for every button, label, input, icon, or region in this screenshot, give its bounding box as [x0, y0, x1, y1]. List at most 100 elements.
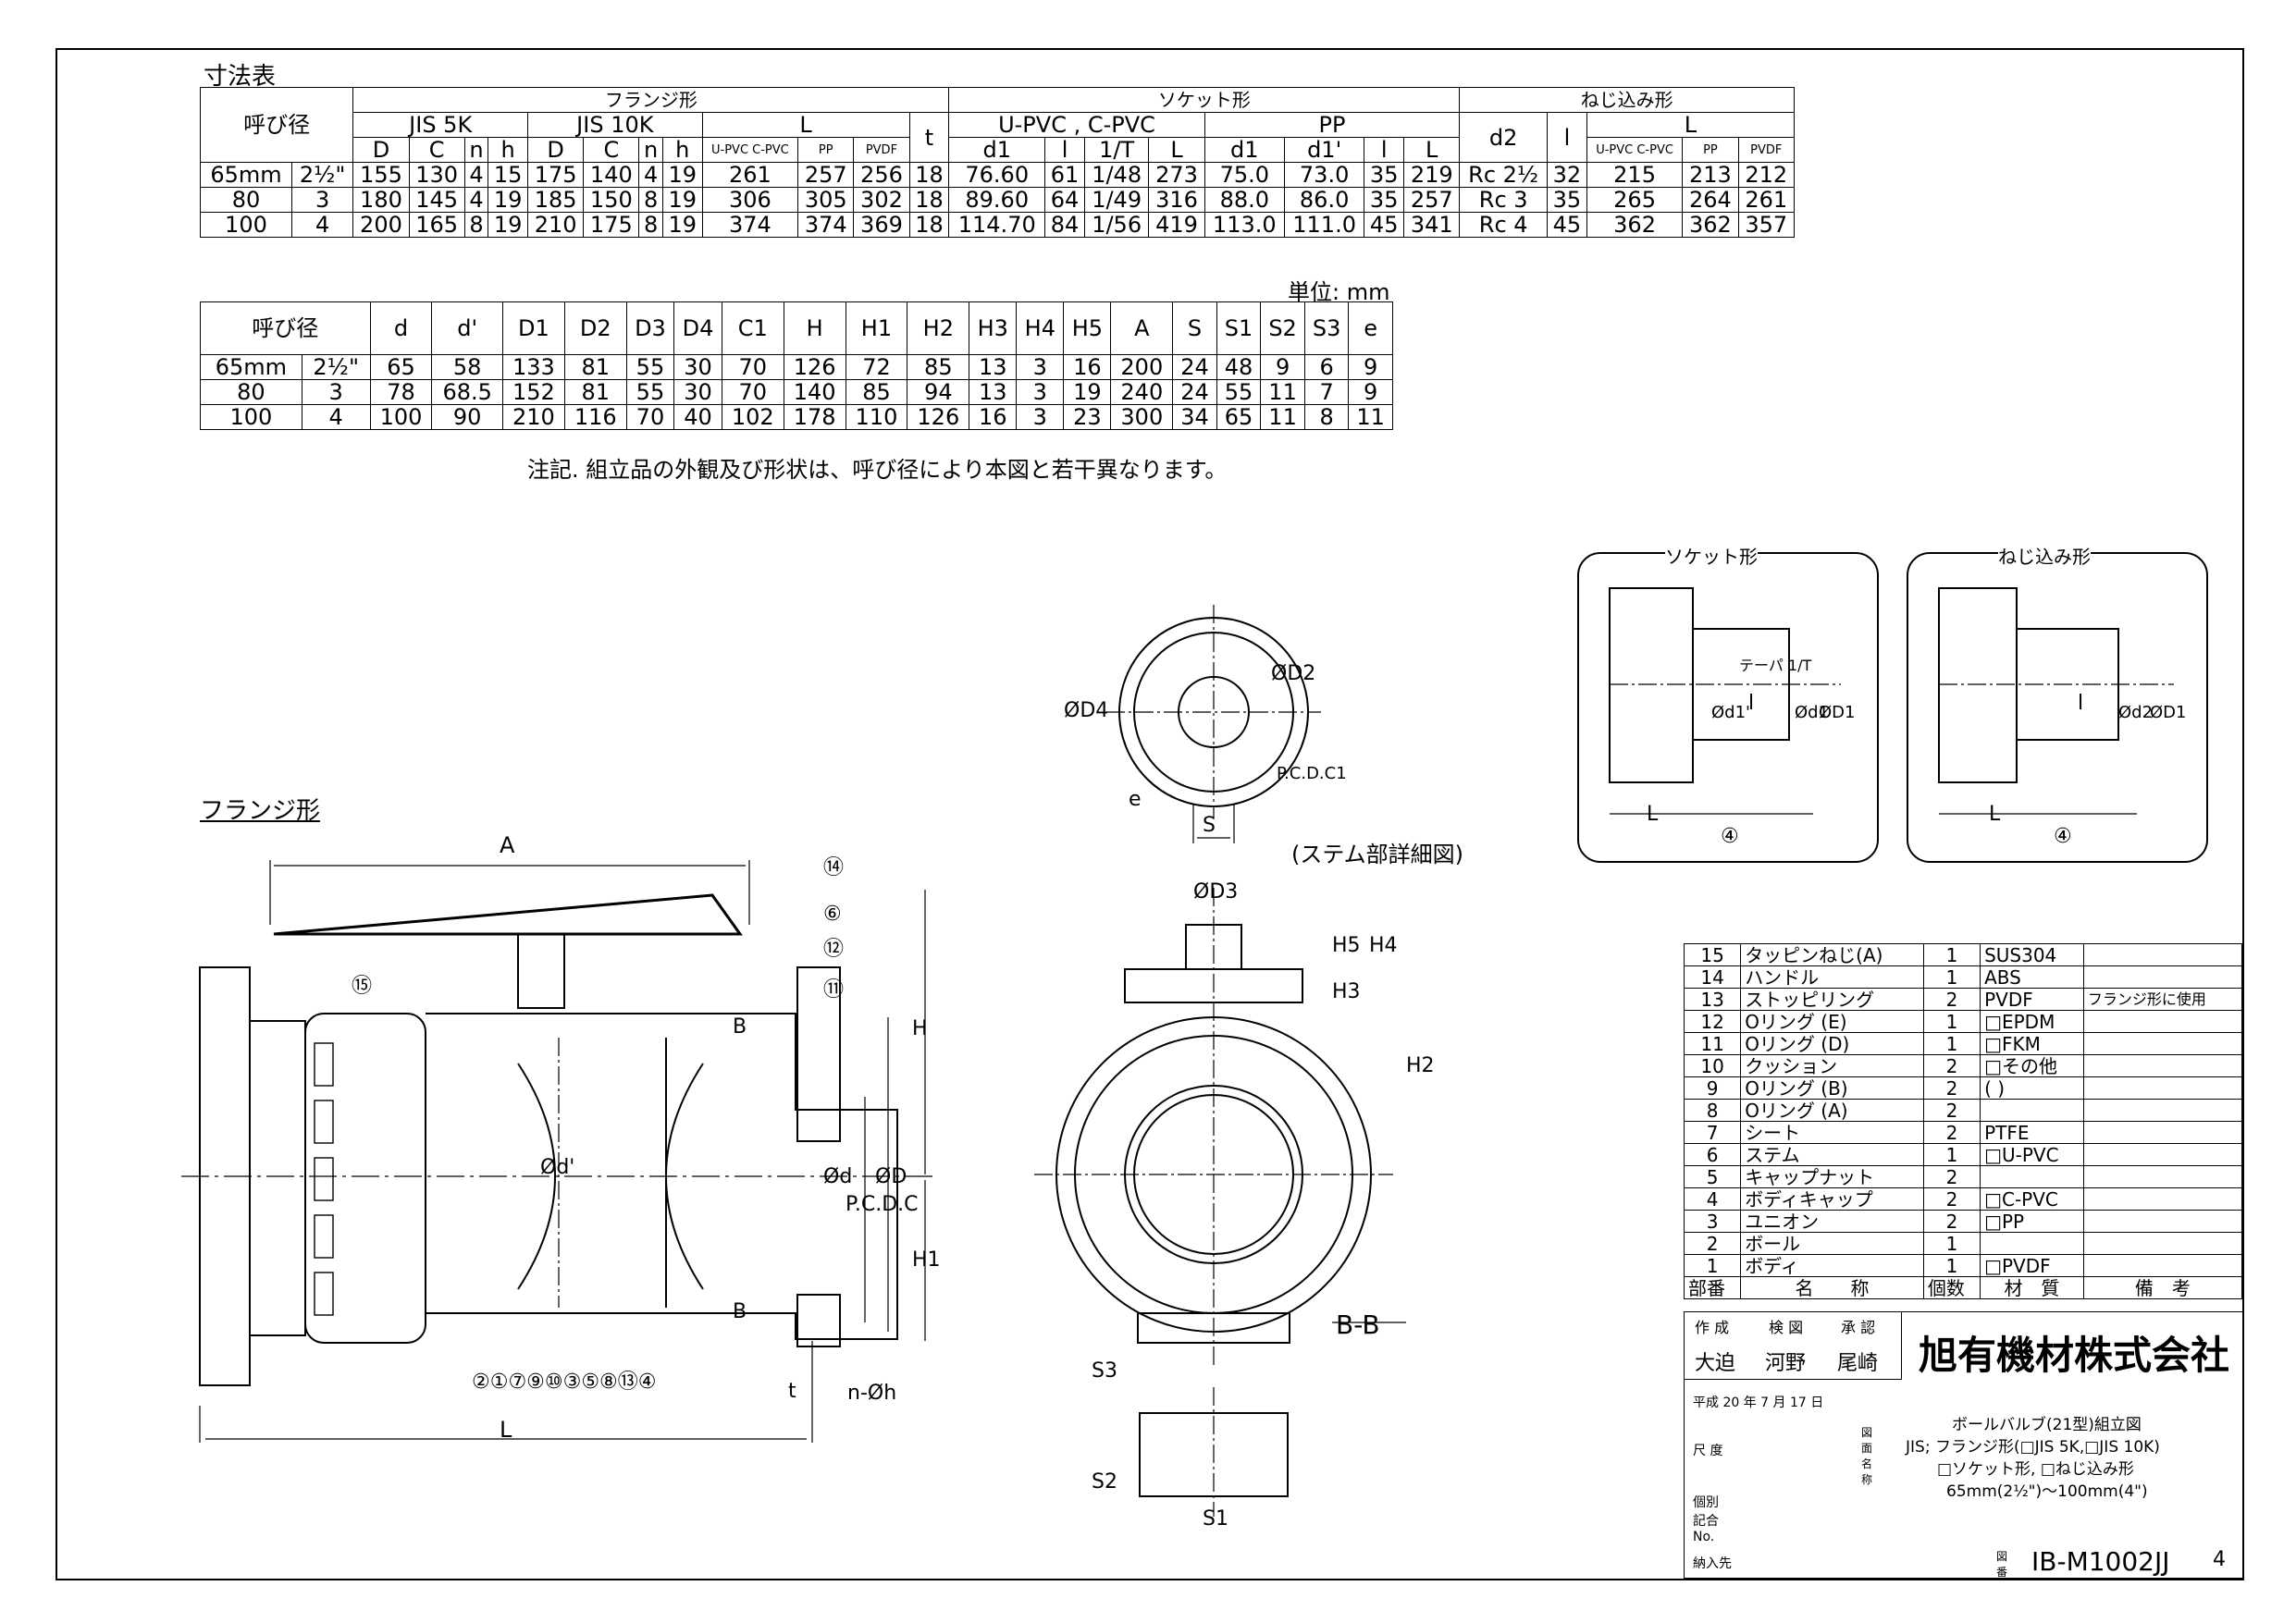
- col-d1: d1: [1204, 137, 1285, 163]
- table-cell: 100: [369, 404, 433, 430]
- parts-cell: SUS304: [1980, 943, 2084, 966]
- sign-header-approve: 承 認: [1841, 1319, 1876, 1336]
- table-cell: 15: [488, 162, 528, 188]
- table-cell: 89.60: [948, 187, 1046, 213]
- table-cell: 90: [431, 404, 503, 430]
- table-col-header: D2: [563, 301, 627, 355]
- parts-cell: ユニオン: [1740, 1210, 1924, 1233]
- col-upvc: U-PVC C-PVC: [1586, 137, 1684, 163]
- unit-label: 単位: mm: [1288, 279, 1390, 305]
- table-cell: 210: [526, 212, 585, 238]
- table-cell: 213: [1682, 162, 1739, 188]
- table-cell: 3: [301, 379, 371, 405]
- parts-cell: 4: [1683, 1187, 1742, 1211]
- parts-cell: 11: [1683, 1032, 1742, 1055]
- parts-cell: 10: [1683, 1054, 1742, 1077]
- table-cell: 84: [1044, 212, 1085, 238]
- parts-cell: ABS: [1980, 965, 2084, 989]
- table-col-header: H3: [969, 301, 1018, 355]
- table-cell: 110: [845, 404, 908, 430]
- table-cell: 374: [797, 212, 855, 238]
- table-cell: 9: [1348, 354, 1393, 380]
- socket-type-title: ソケット形: [1665, 542, 1758, 569]
- dim-D3: ØD3: [1193, 880, 1239, 904]
- table-col-header: H2: [907, 301, 970, 355]
- table-cell: 240: [1110, 379, 1174, 405]
- parts-cell: PTFE: [1980, 1121, 2084, 1144]
- table-cell: 1/56: [1083, 212, 1150, 238]
- table-cell: 94: [907, 379, 970, 405]
- parts-cell: キャップナット: [1740, 1165, 1924, 1188]
- dim-L-thread: L: [1989, 803, 2001, 826]
- parts-cell: [2082, 1076, 2243, 1100]
- table-cell: 16: [1063, 354, 1112, 380]
- table-cell: 80: [200, 379, 302, 405]
- table-cell: 4: [301, 404, 371, 430]
- stem-detail-caption: (ステム部詳細図): [1291, 842, 1464, 867]
- table-cell: Rc 4: [1459, 212, 1549, 238]
- drawing-name-label: 図面名称: [1861, 1426, 1873, 1486]
- table-cell: 72: [845, 354, 908, 380]
- parts-cell: ( ): [1980, 1076, 2084, 1100]
- dim-nh: n-Øh: [847, 1382, 897, 1405]
- parts-cell: 2: [1922, 1121, 1981, 1144]
- table-cell: 178: [783, 404, 846, 430]
- col-l: l: [1364, 137, 1405, 163]
- callout-4-thread: ④: [2054, 825, 2072, 848]
- table-cell: 3: [1016, 379, 1065, 405]
- table-cell: 40: [673, 404, 722, 430]
- taper-label: テーパ 1/T: [1739, 657, 1812, 674]
- dim-H3: H3: [1332, 980, 1361, 1003]
- parts-cell: 15: [1683, 943, 1742, 966]
- parts-cell: [2082, 1210, 2243, 1233]
- parts-header-row: 部番 名 称 個数 材 質 備 考: [1683, 1276, 2243, 1299]
- parts-header-cell: 名 称: [1740, 1276, 1924, 1299]
- parts-cell: [2082, 965, 2243, 989]
- table-cell: 70: [721, 354, 784, 380]
- parts-cell: [1980, 1165, 2084, 1188]
- dim-D1-socket: ØD1: [1819, 703, 1856, 722]
- parts-cell: 2: [1683, 1232, 1742, 1255]
- table-col-header: S1: [1216, 301, 1262, 355]
- reference-number-label: 個別記合 No.: [1693, 1495, 1719, 1544]
- parts-cell: ボディ: [1740, 1254, 1924, 1277]
- table-cell: 16: [969, 404, 1018, 430]
- table-cell: 2½": [290, 162, 354, 188]
- parts-cell: シート: [1740, 1121, 1924, 1144]
- table-cell: 130: [408, 162, 465, 188]
- table-cell: 3: [1016, 354, 1065, 380]
- parts-cell: 8: [1683, 1099, 1742, 1122]
- table-cell: 19: [661, 187, 703, 213]
- table-cell: 362: [1682, 212, 1739, 238]
- parts-cell: Oリング (B): [1740, 1076, 1924, 1100]
- dim-S1: S1: [1203, 1507, 1228, 1531]
- dim-H4: H4: [1369, 934, 1398, 957]
- socket-header: ソケット形: [948, 87, 1461, 113]
- section-bb-label: B-B: [1336, 1309, 1380, 1340]
- table-cell: 64: [1044, 187, 1085, 213]
- col-pp: PP: [797, 137, 855, 163]
- sign-header-create: 作 成: [1695, 1319, 1730, 1336]
- parts-cell: □U-PVC: [1980, 1143, 2084, 1166]
- dim-S2: S2: [1092, 1470, 1117, 1494]
- front-view-bb: [1034, 888, 1406, 1517]
- table-cell: 257: [1403, 187, 1461, 213]
- title-line-3: □ソケット形, □ねじ込み形: [1937, 1460, 2134, 1479]
- parts-cell: Oリング (D): [1740, 1032, 1924, 1055]
- table-cell: Rc 3: [1459, 187, 1549, 213]
- callout-15: ⑮: [352, 975, 373, 998]
- parts-cell: 1: [1922, 1254, 1981, 1277]
- callout-11: ⑪: [823, 978, 845, 1002]
- col-1T: 1/T: [1083, 137, 1150, 163]
- parts-cell: [1980, 1232, 2084, 1255]
- parts-cell: 14: [1683, 965, 1742, 989]
- parts-cell: [2082, 1143, 2243, 1166]
- dim-H: H: [912, 1017, 928, 1040]
- dim-d1p: Ød1': [1711, 703, 1750, 722]
- table-cell: 24: [1172, 354, 1217, 380]
